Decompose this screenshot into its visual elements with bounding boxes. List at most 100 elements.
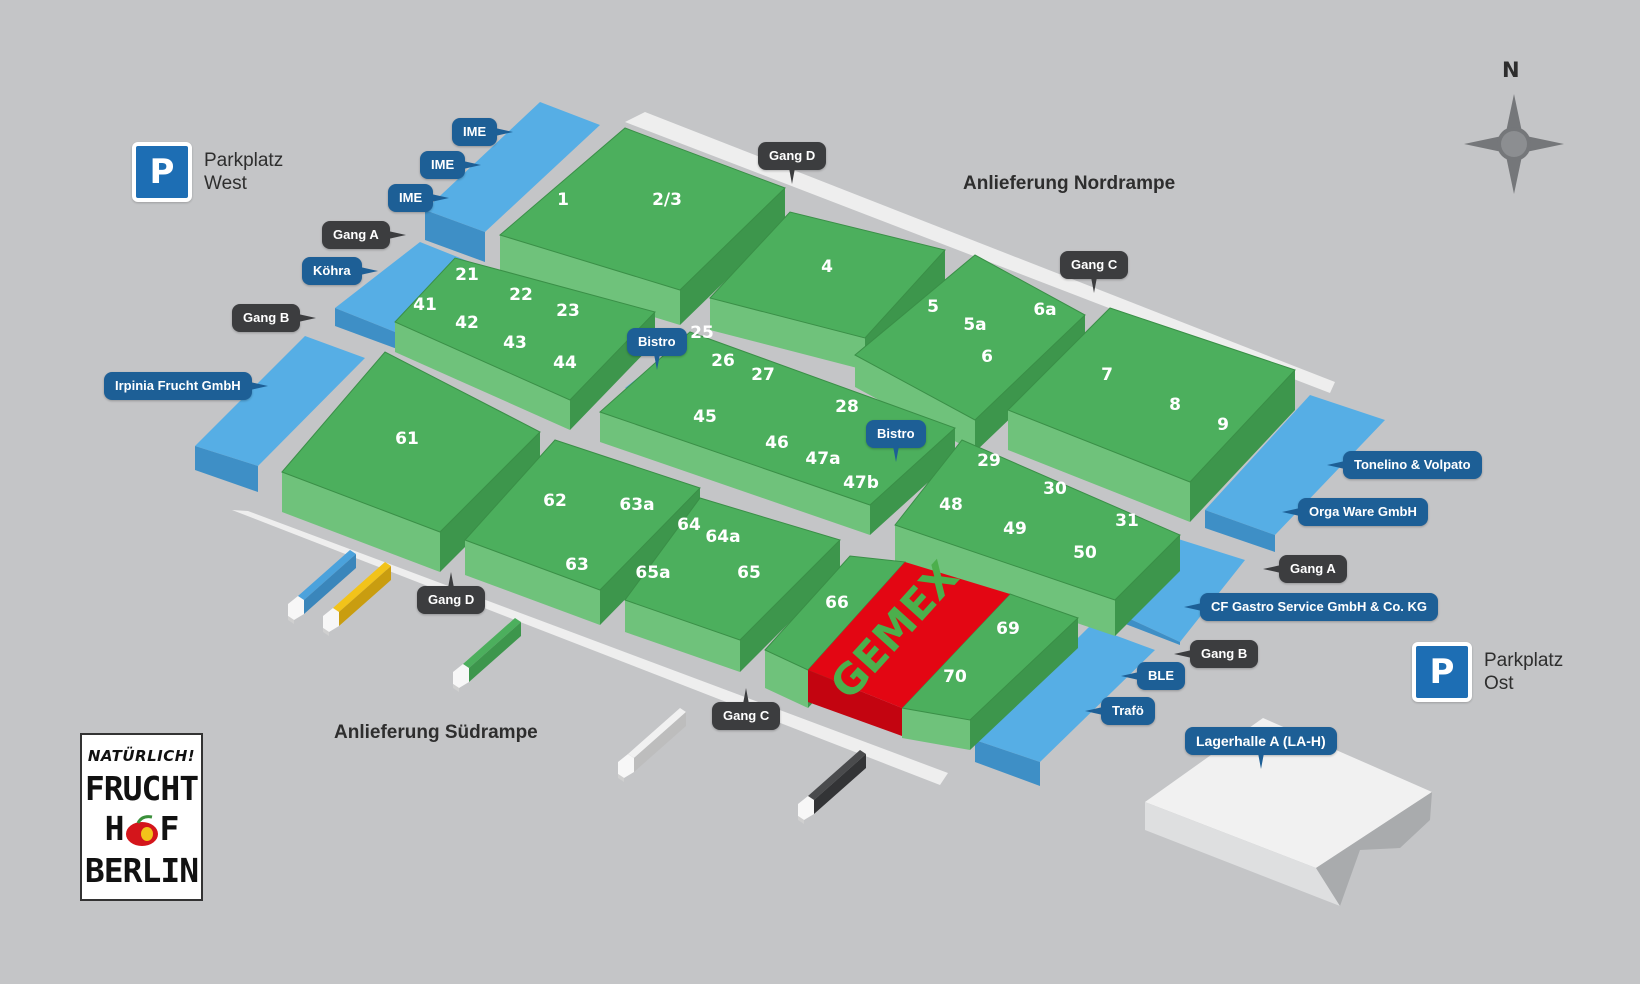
unit-label-70[interactable]: 70 <box>943 667 967 687</box>
unit-label-63[interactable]: 63 <box>565 555 589 575</box>
unit-label-69[interactable]: 69 <box>996 619 1020 639</box>
trucks <box>288 550 866 824</box>
tag-bistro-2[interactable]: Bistro <box>866 420 926 462</box>
tag-trafo[interactable]: Trafö <box>1085 697 1155 725</box>
compass-north-label: N <box>1502 58 1520 82</box>
unit-label-8[interactable]: 8 <box>1169 395 1181 415</box>
truck-yellow-icon <box>323 562 391 636</box>
unit-label-44[interactable]: 44 <box>553 353 577 373</box>
logo-line4: BERLIN <box>84 850 199 890</box>
tag-gang-b-east[interactable]: Gang B <box>1173 640 1259 668</box>
tag-kohra[interactable]: Köhra <box>302 257 378 285</box>
unit-label-47a[interactable]: 47a <box>805 449 840 469</box>
tag-gang-d-north[interactable]: Gang D <box>758 142 827 184</box>
block-7-9[interactable] <box>1007 307 1296 522</box>
block-1-2-3[interactable] <box>498 127 786 325</box>
tag-ime-2[interactable]: IME <box>420 151 482 179</box>
unit-label-5[interactable]: 5 <box>927 297 939 317</box>
blue-zone-east-1 <box>1205 395 1385 552</box>
truck-green-icon <box>453 618 521 692</box>
parking-west-line2: West <box>204 173 247 194</box>
unit-label-48[interactable]: 48 <box>939 495 963 515</box>
unit-label-64[interactable]: 64 <box>677 515 701 535</box>
logo-line3b: F <box>159 809 180 848</box>
unit-label-61[interactable]: 61 <box>395 429 419 449</box>
unit-label-62[interactable]: 62 <box>543 491 567 511</box>
unit-label-23[interactable]: 23 <box>556 301 580 321</box>
tag-gang-c-north[interactable]: Gang C <box>1060 251 1129 293</box>
unit-label-29[interactable]: 29 <box>977 451 1001 471</box>
unit-label-25[interactable]: 25 <box>690 323 714 343</box>
unit-label-30[interactable]: 30 <box>1043 479 1067 499</box>
truck-dark-icon <box>798 750 866 824</box>
block-62-63[interactable] <box>464 439 701 625</box>
block-69-70[interactable] <box>900 593 1079 750</box>
logo-line2: FRUCHT <box>84 769 199 808</box>
unit-label-41[interactable]: 41 <box>413 295 437 315</box>
parking-east[interactable]: P Parkplatz Ost <box>1412 642 1563 702</box>
unit-label-6a[interactable]: 6a <box>1033 300 1056 320</box>
unit-label-4[interactable]: 4 <box>821 257 833 277</box>
unit-label-47b[interactable]: 47b <box>843 473 879 493</box>
unit-label-21[interactable]: 21 <box>455 265 479 285</box>
unit-label-27[interactable]: 27 <box>751 365 775 385</box>
lagerhalle-block <box>1145 718 1432 906</box>
tag-lagerhalle[interactable]: Lagerhalle A (LA-H) <box>1185 727 1337 769</box>
north-ramp-label: Anlieferung Nordrampe <box>963 173 1176 194</box>
tag-gang-a-east[interactable]: Gang A <box>1263 555 1347 583</box>
parking-west-text: Parkplatz West <box>204 149 283 195</box>
tag-gang-b-west[interactable]: Gang B <box>232 304 317 332</box>
tag-orga[interactable]: Orga Ware GmbH <box>1282 498 1428 526</box>
parking-east-line2: Ost <box>1484 673 1514 694</box>
block-64-65[interactable] <box>624 497 841 672</box>
unit-label-5a[interactable]: 5a <box>963 315 986 335</box>
parking-west-line1: Parkplatz <box>204 150 284 171</box>
tag-ime-1[interactable]: IME <box>452 118 514 146</box>
block-61[interactable] <box>281 351 541 572</box>
tag-ble[interactable]: BLE <box>1121 662 1185 690</box>
logo-line3a: H <box>104 809 125 848</box>
parking-icon: P <box>1412 642 1472 702</box>
unit-label-2-3[interactable]: 2/3 <box>652 190 682 210</box>
unit-label-63a[interactable]: 63a <box>619 495 654 515</box>
tag-gang-d-south[interactable]: Gang D <box>417 572 486 614</box>
unit-label-43[interactable]: 43 <box>503 333 527 353</box>
unit-label-46[interactable]: 46 <box>765 433 789 453</box>
unit-label-1[interactable]: 1 <box>557 190 569 210</box>
unit-label-7[interactable]: 7 <box>1101 365 1113 385</box>
unit-label-66[interactable]: 66 <box>825 593 849 613</box>
unit-label-26[interactable]: 26 <box>711 351 735 371</box>
tag-gang-c-south[interactable]: Gang C <box>712 688 781 730</box>
unit-label-28[interactable]: 28 <box>835 397 859 417</box>
blue-zone-east-2 <box>1115 538 1245 645</box>
block-29-50[interactable] <box>894 439 1181 636</box>
unit-label-49[interactable]: 49 <box>1003 519 1027 539</box>
tag-cf-gastro[interactable]: CF Gastro Service GmbH & Co. KG <box>1184 593 1438 621</box>
truck-blue-icon <box>288 550 356 624</box>
tag-gang-a-west[interactable]: Gang A <box>322 221 406 249</box>
unit-label-31[interactable]: 31 <box>1115 511 1139 531</box>
unit-label-6[interactable]: 6 <box>981 347 993 367</box>
block-4[interactable] <box>709 211 946 370</box>
compass-icon <box>1464 94 1564 194</box>
block-25-47[interactable] <box>599 331 956 535</box>
south-ramp-label: Anlieferung Südrampe <box>334 722 538 743</box>
tag-tonelino[interactable]: Tonelino & Volpato <box>1327 451 1482 479</box>
unit-label-65[interactable]: 65 <box>737 563 761 583</box>
tag-irpinia[interactable]: Irpinia Frucht GmbH <box>104 372 268 400</box>
unit-label-42[interactable]: 42 <box>455 313 479 333</box>
tag-bistro-1[interactable]: Bistro <box>627 328 687 370</box>
unit-label-9[interactable]: 9 <box>1217 415 1229 435</box>
north-ramp <box>625 112 1335 393</box>
unit-label-64a[interactable]: 64a <box>705 527 740 547</box>
unit-label-65a[interactable]: 65a <box>635 563 670 583</box>
unit-label-50[interactable]: 50 <box>1073 543 1097 563</box>
tag-ime-3[interactable]: IME <box>388 184 450 212</box>
unit-label-22[interactable]: 22 <box>509 285 533 305</box>
apple-icon <box>125 814 158 846</box>
parking-west[interactable]: P Parkplatz West <box>132 142 283 202</box>
unit-label-45[interactable]: 45 <box>693 407 717 427</box>
